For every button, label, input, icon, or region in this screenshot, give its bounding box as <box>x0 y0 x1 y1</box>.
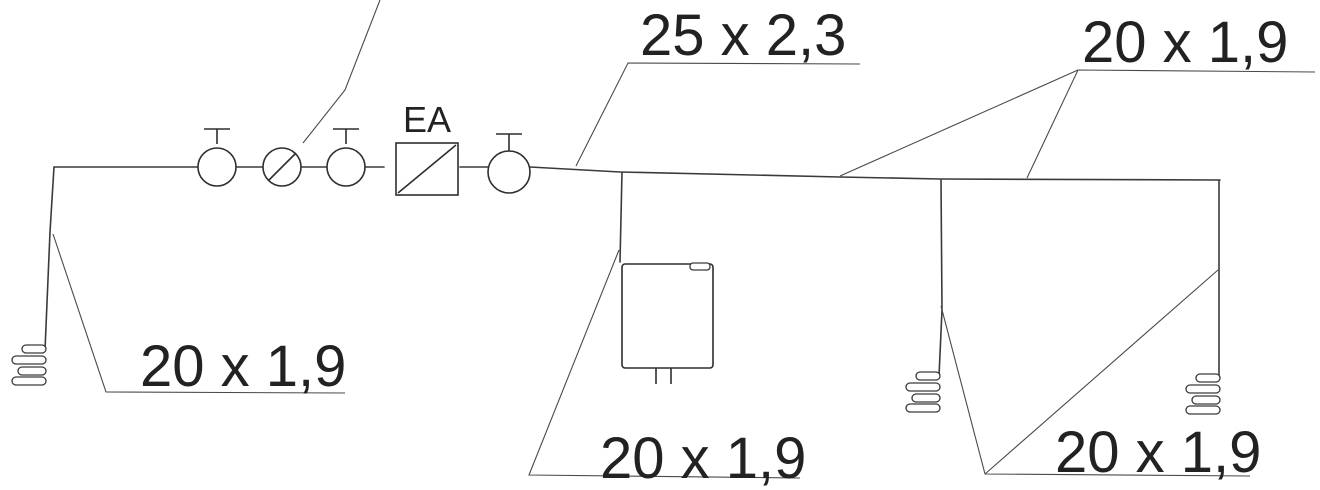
main-pipe-leader <box>575 62 861 167</box>
meter-leader-line <box>302 0 381 144</box>
main-pipe-size-label: 25 x 2,3 <box>640 3 846 68</box>
middle-branch-size-label: 20 x 1,9 <box>600 426 806 490</box>
top-right-leader-1 <box>839 69 1079 177</box>
middle-riser-line <box>619 171 623 263</box>
shower-tap-icon <box>905 371 941 413</box>
left-branch-leader <box>52 233 346 394</box>
shutoff-valve-icon <box>487 133 531 194</box>
middle-branch-leader <box>528 249 801 479</box>
shower-tap-icon <box>11 344 47 386</box>
ea-unit-label: EA <box>403 99 451 140</box>
water-heater-icon <box>621 262 714 384</box>
shower-tap-icon <box>1185 373 1221 415</box>
top-right-pipe-size-label: 20 x 1,9 <box>1082 10 1288 75</box>
right-branch-size-label: 20 x 1,9 <box>1055 420 1261 485</box>
ea-unit-icon <box>395 142 459 196</box>
top-right-leader-2 <box>1026 69 1316 179</box>
left-riser-line <box>44 166 55 351</box>
water-meter-icon <box>262 147 302 187</box>
shutoff-valve-icon <box>197 128 237 187</box>
right-branch-leader-2 <box>984 269 1219 475</box>
right-riser-line-1 <box>938 179 943 377</box>
shutoff-valve-icon <box>326 128 366 187</box>
left-branch-size-label: 20 x 1,9 <box>140 334 346 399</box>
main-supply-line <box>53 166 1221 181</box>
